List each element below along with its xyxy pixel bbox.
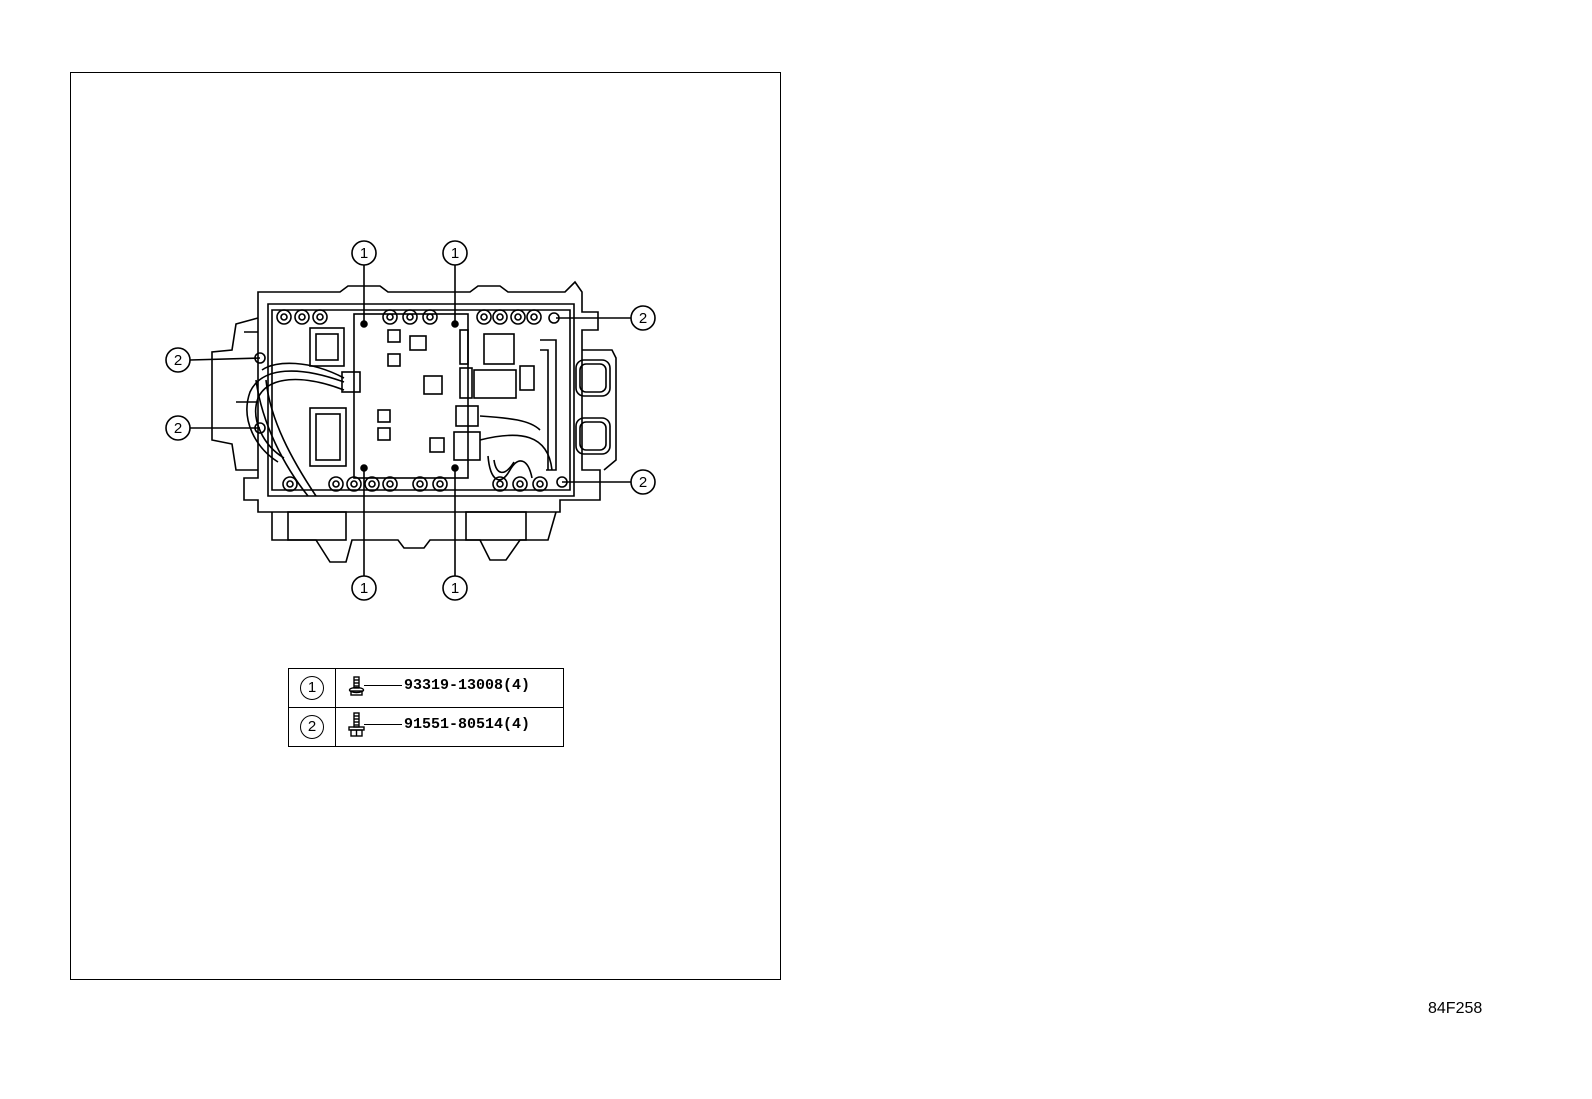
legend-part-number: 91551-80514(4): [404, 716, 531, 733]
callout-label: 2: [174, 352, 182, 369]
figure-reference-code: 84F258: [1428, 1000, 1483, 1017]
callout-label: 2: [639, 474, 647, 491]
housing: [211, 280, 617, 563]
callout-label: 2: [639, 310, 647, 327]
top-bolt-row: [276, 309, 542, 325]
legend-row: 2 91551-80514(4): [288, 707, 564, 747]
legend-ref: 2: [300, 715, 324, 739]
circuit-board: [353, 313, 473, 479]
flange-bolt-icon: [348, 711, 365, 737]
figure-frame: [70, 72, 781, 980]
connectors: [309, 327, 535, 467]
callout-label: 2: [174, 420, 182, 437]
callout-label: 1: [451, 580, 459, 597]
screw-washer-icon: [348, 675, 365, 696]
legend-row: 1 93319-13008(4): [288, 668, 564, 708]
parts-legend: 1 93319-13008(4) 2: [288, 668, 564, 747]
leader-lines: [189, 265, 631, 577]
cables: [246, 339, 557, 497]
legend-ref: 1: [300, 676, 324, 700]
legend-part-number: 93319-13008(4): [404, 677, 531, 694]
callout-label: 1: [360, 245, 368, 262]
callout-markers: [165, 240, 656, 601]
callout-label: 1: [360, 580, 368, 597]
bottom-bolt-row: [282, 476, 548, 492]
callout-label: 1: [451, 245, 459, 262]
